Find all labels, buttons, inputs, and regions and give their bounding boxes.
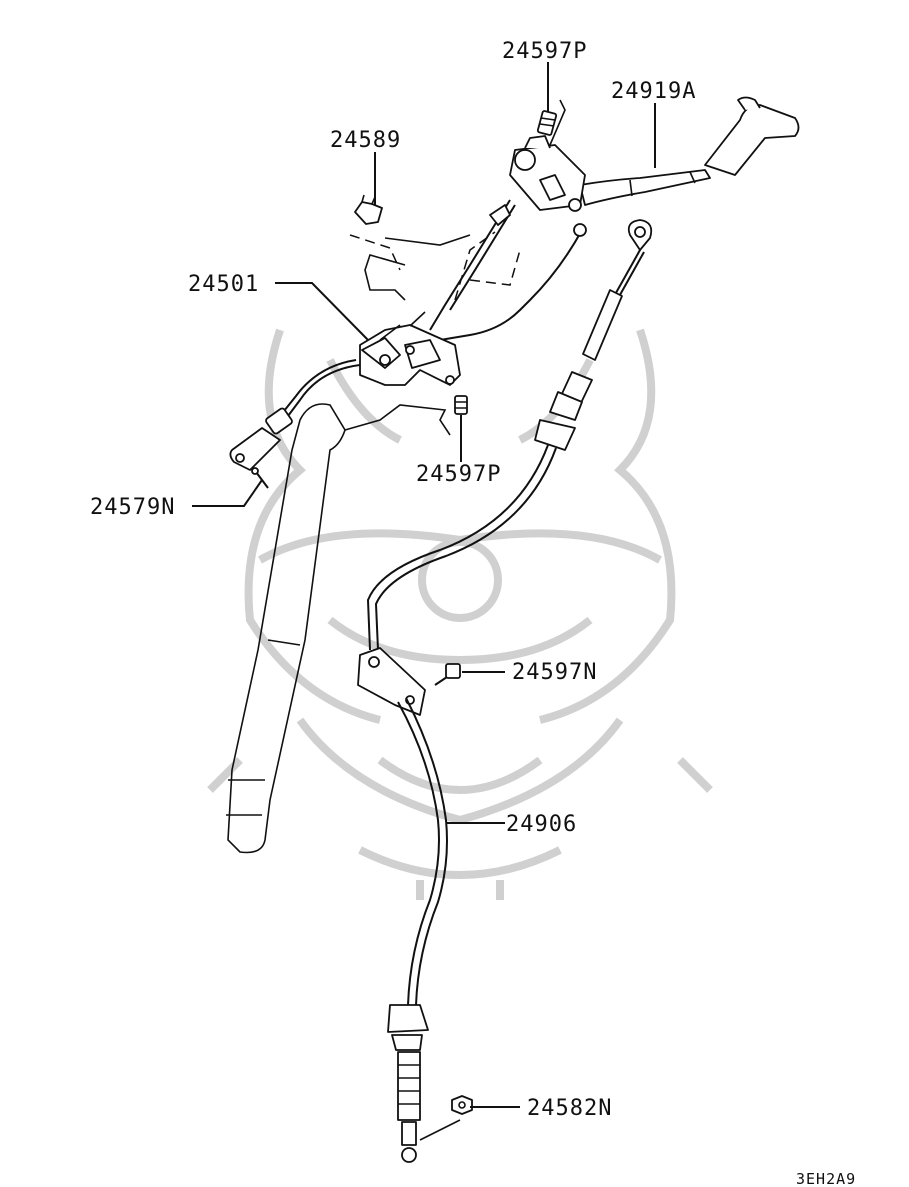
drawing-code: 3EH2A9 xyxy=(796,1170,856,1187)
part-label-bolt-top: 24597P xyxy=(502,39,587,64)
pin-icon xyxy=(251,467,269,489)
bolt-lower-icon xyxy=(454,395,468,415)
part-label-bolt-bracket: 24597N xyxy=(512,660,597,685)
part-label-clip-upper: 24589 xyxy=(330,128,401,153)
part-label-shift-lever: 24919A xyxy=(611,79,696,104)
select-cable-left xyxy=(229,359,361,471)
clip-upper-icon xyxy=(349,194,401,271)
part-label-control-cable: 24906 xyxy=(506,812,577,837)
part-label-nut: 24582N xyxy=(527,1096,612,1121)
bracket-assembly-body xyxy=(359,311,461,386)
bolt-top-icon xyxy=(536,110,558,136)
lever-housing-outline xyxy=(226,234,471,854)
leader-lines xyxy=(192,62,656,1108)
watermark-emblem xyxy=(207,328,713,900)
control-cable xyxy=(357,219,653,1163)
nut-icon xyxy=(451,1095,473,1115)
linkage-rods xyxy=(429,199,587,341)
part-label-bolt-lower: 24597P xyxy=(416,462,501,487)
bolt-bracket-icon xyxy=(434,663,461,686)
shift-lever-assembly xyxy=(509,96,800,212)
part-label-pin: 24579N xyxy=(90,495,175,520)
part-label-bracket-assembly: 24501 xyxy=(188,272,259,297)
